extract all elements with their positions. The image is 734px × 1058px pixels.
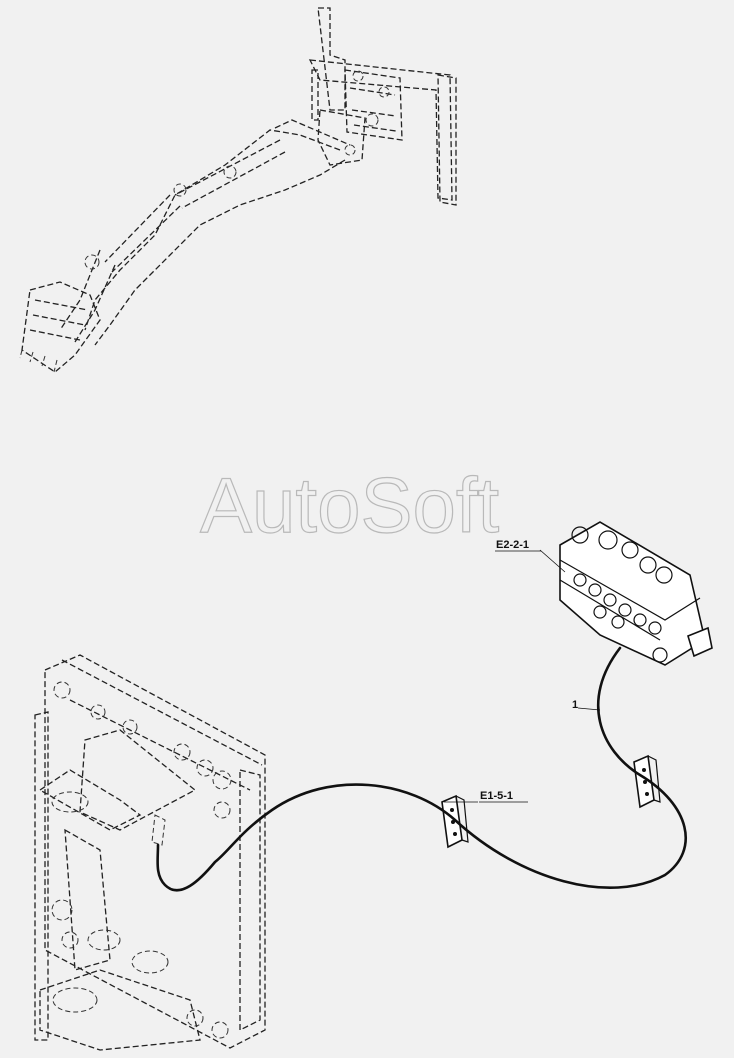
callout-clamp: E1-5-1 xyxy=(479,790,528,803)
mounting-frame xyxy=(34,654,266,1051)
svg-text:1: 1 xyxy=(572,699,578,711)
watermark: AutoSoft xyxy=(200,461,500,549)
callout-hose: 1 xyxy=(572,699,578,711)
hydraulic-hose xyxy=(156,646,687,892)
hose-clamp-left xyxy=(441,794,469,849)
leader-hose xyxy=(577,707,601,711)
svg-text:E1-5-1: E1-5-1 xyxy=(480,790,513,802)
callout-valve: E2-2-1 xyxy=(495,539,541,552)
svg-text:E2-2-1: E2-2-1 xyxy=(496,539,529,551)
hose-clamp-right xyxy=(633,754,661,809)
backhoe-boom-assembly xyxy=(19,7,457,373)
control-valve-block xyxy=(559,521,713,666)
leader-valve xyxy=(539,549,566,573)
